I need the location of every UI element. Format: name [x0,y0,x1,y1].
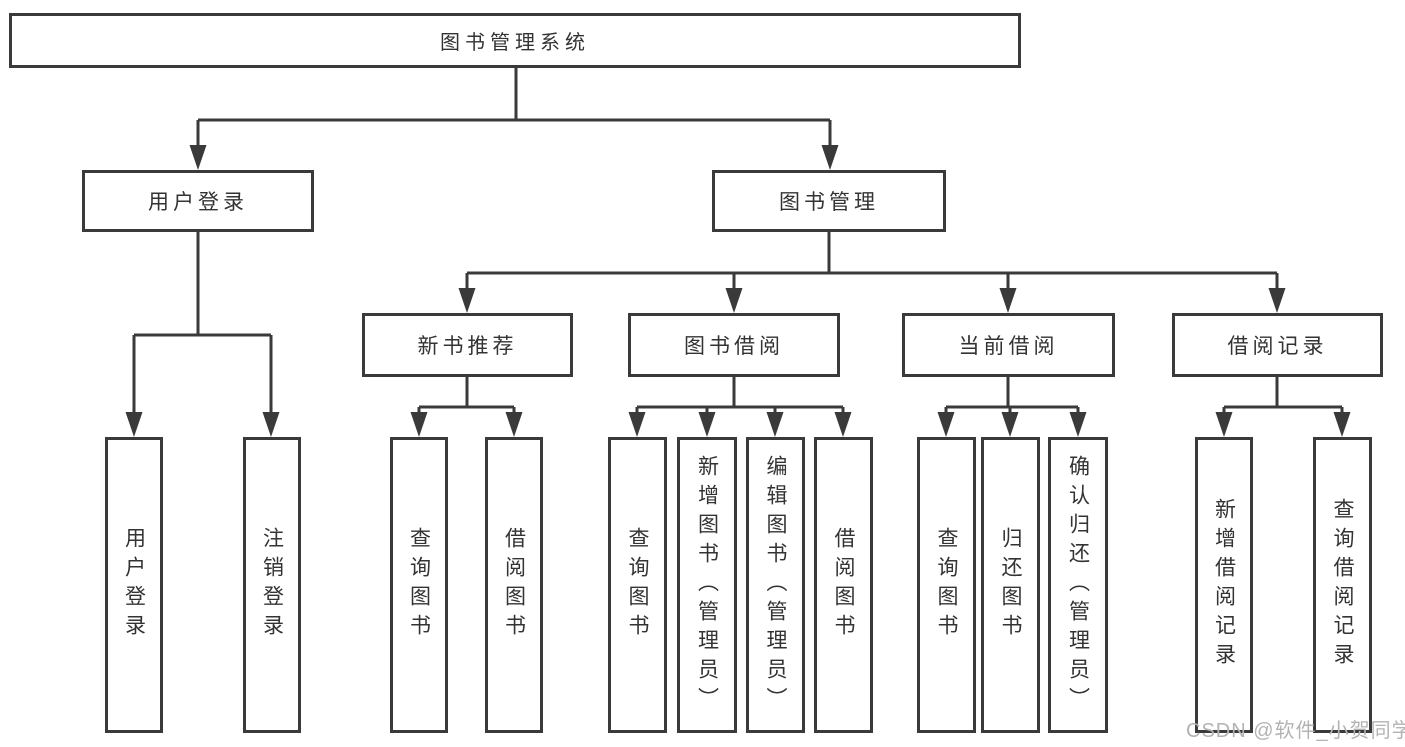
node-label: 借阅图书 [832,527,855,643]
node-new-book-recommendation: 新书推荐 [362,313,573,377]
csdn-watermark: CSDN @软件_小贺同学 [1186,720,1405,742]
node-label: 借阅图书 [502,527,526,643]
node-book-borrowing: 图书借阅 [628,313,840,377]
leaf-user-login: 用户登录 [105,437,163,733]
node-label: 确认归还（管理员） [1066,454,1090,716]
node-label: 图书借阅 [684,335,784,358]
node-label: 图书管理系统 [440,32,590,54]
node-label: 查询图书 [626,527,649,643]
leaf-edit-books-admin: 编辑图书（管理员） [746,437,805,733]
node-label: 新增借阅记录 [1212,498,1236,672]
node-label: 用户登录 [122,527,146,643]
leaf-borrow-books: 借阅图书 [814,437,873,733]
node-label: 查询借阅记录 [1331,498,1354,672]
node-label: 查询图书 [935,527,958,643]
node-label: 借阅记录 [1227,335,1328,358]
node-borrowing-records: 借阅记录 [1172,313,1383,377]
leaf-logout: 注销登录 [243,437,301,733]
node-label: 用户登录 [148,191,248,214]
leaf-add-books-admin: 新增图书（管理员） [677,437,737,733]
leaf-query-books-recommend: 查询图书 [390,437,448,733]
node-label: 图书管理 [779,191,879,214]
leaf-return-books: 归还图书 [981,437,1040,733]
leaf-confirm-return-admin: 确认归还（管理员） [1048,437,1108,733]
leaf-add-borrow-record: 新增借阅记录 [1195,437,1253,733]
leaf-query-books-current: 查询图书 [917,437,976,733]
node-label: 新书推荐 [417,335,518,358]
leaf-borrow-books-recommend: 借阅图书 [485,437,543,733]
node-user-login: 用户登录 [82,170,314,232]
node-current-borrowing: 当前借阅 [902,313,1115,377]
node-label: 新增图书（管理员） [695,454,719,716]
node-label: 当前借阅 [958,335,1059,358]
node-label: 归还图书 [999,527,1022,643]
node-label: 编辑图书（管理员） [764,454,787,716]
node-label: 查询图书 [407,527,431,643]
leaf-query-books-borrowing: 查询图书 [608,437,667,733]
leaf-query-borrow-record: 查询借阅记录 [1313,437,1372,733]
node-library-management-system: 图书管理系统 [9,13,1021,68]
node-book-management: 图书管理 [712,170,946,232]
node-label: 注销登录 [260,527,284,643]
